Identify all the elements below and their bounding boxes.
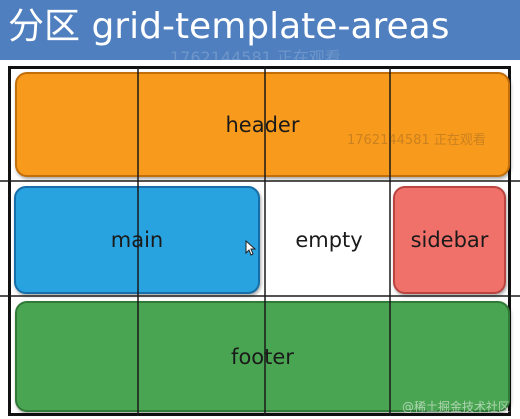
grid-line-horizontal xyxy=(0,295,520,297)
slide-title: 分区 grid-template-areas xyxy=(8,6,450,47)
grid-line-vertical xyxy=(389,66,391,416)
site-watermark: @稀土掘金技术社区 xyxy=(401,400,510,414)
grid-container: header main empty sidebar footer 1762144… xyxy=(0,66,520,416)
mouse-pointer-icon xyxy=(245,240,257,256)
empty-area: empty xyxy=(269,186,389,294)
sidebar-area: sidebar xyxy=(393,186,506,294)
header-area: header xyxy=(15,72,510,177)
grid-line-vertical xyxy=(264,66,266,416)
footer-area: footer xyxy=(15,301,510,412)
demo-panel: header main empty sidebar footer 1762144… xyxy=(0,60,520,419)
grid-line-horizontal xyxy=(0,180,520,182)
grid-line-vertical xyxy=(137,66,139,416)
viewer-watermark-overlay: 1762144581 正在观看 xyxy=(347,133,486,148)
